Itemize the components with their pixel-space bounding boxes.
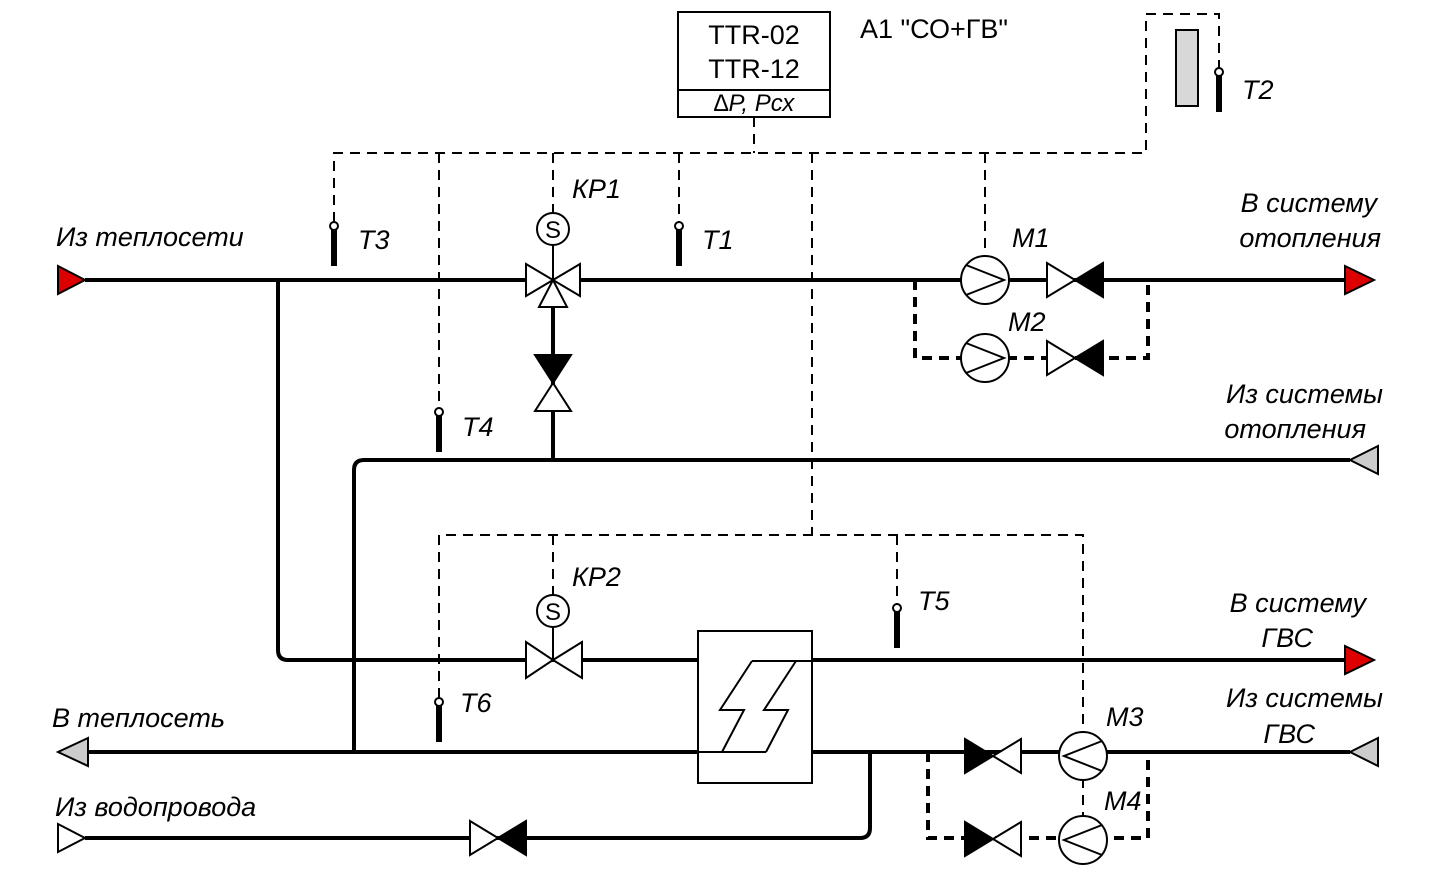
controller-box[interactable]: TTR-02 TTR-12 ∆P, Pсх	[677, 11, 831, 118]
pump-m3-label: M3	[1106, 702, 1144, 732]
label-from-water-supply: Из водопровода	[55, 792, 256, 822]
label-from-heating-2: отопления	[1224, 414, 1366, 444]
pump-m1-label: M1	[1012, 223, 1050, 253]
check-valve-m4[interactable]	[964, 820, 1022, 858]
sensor-t2-label: T2	[1242, 75, 1274, 105]
dhw-out-arrow	[1344, 644, 1377, 676]
pump-m4-label: M4	[1104, 786, 1142, 816]
pump-m4[interactable]	[1058, 815, 1108, 865]
dhw-return-arrow	[1347, 736, 1379, 768]
actuator-kp2	[536, 594, 570, 628]
sensor-t5-label: T5	[918, 586, 950, 616]
check-valve-m3[interactable]	[964, 737, 1022, 775]
water-supply-arrow	[57, 822, 88, 854]
controller-title: А1 "СО+ГВ"	[860, 14, 1008, 44]
label-from-dhw-2: ГВС	[1263, 719, 1315, 749]
supply-in-arrow	[57, 264, 88, 296]
to-network-arrow	[55, 736, 89, 768]
pump-m2-label: M2	[1008, 307, 1046, 337]
sensor-t6[interactable]	[434, 697, 444, 742]
sensor-t1[interactable]	[674, 221, 684, 266]
controller-model-1: TTR-02	[708, 20, 800, 50]
actuator-kp2-symbol: S	[545, 599, 561, 626]
sensor-t6-label: T6	[460, 688, 492, 718]
pipe-arrows	[55, 264, 1379, 854]
sensor-t5[interactable]	[892, 603, 902, 648]
label-to-dhw-1: В систему	[1230, 588, 1368, 618]
heating-return-arrow	[1347, 444, 1379, 476]
actuator-kp1	[536, 212, 570, 246]
valve-kp2-label: КР2	[572, 562, 621, 592]
sensor-t1-label: T1	[702, 225, 734, 255]
controller-model-2: TTR-12	[708, 54, 800, 84]
label-from-heat-network: Из теплосети	[56, 222, 244, 252]
label-from-dhw-1: Из системы	[1226, 683, 1383, 713]
label-from-heating-1: Из системы	[1226, 379, 1383, 409]
sensor-t4[interactable]	[434, 407, 444, 452]
controller-inputs: ∆P, Pсх	[714, 90, 795, 117]
actuator-kp1-symbol: S	[545, 217, 561, 244]
three-way-valve-kp1[interactable]: S	[525, 212, 581, 308]
two-way-valve-kp2[interactable]: S	[525, 594, 583, 680]
pump-m2[interactable]	[960, 333, 1010, 383]
sensor-t4-label: T4	[462, 412, 494, 442]
check-valve-m2[interactable]	[1046, 339, 1104, 377]
label-to-heat-network: В теплосеть	[52, 703, 225, 733]
label-to-heating-1: В систему	[1241, 188, 1379, 218]
sensor-t2[interactable]	[1175, 29, 1224, 112]
pump-m1[interactable]	[960, 255, 1010, 305]
check-valve-m1[interactable]	[1046, 261, 1104, 299]
label-to-dhw-2: ГВС	[1261, 623, 1313, 653]
check-valve-cold-water[interactable]	[469, 819, 527, 857]
label-to-heating-2: отопления	[1239, 223, 1381, 253]
pump-m3[interactable]	[1058, 731, 1108, 781]
sensor-t3[interactable]	[329, 221, 339, 266]
heat-exchanger[interactable]	[697, 630, 813, 784]
check-valve-bypass[interactable]	[533, 354, 573, 412]
heating-out-arrow	[1344, 264, 1377, 296]
sensor-t3-label: T3	[358, 225, 390, 255]
valve-kp1-label: КР1	[572, 174, 621, 204]
